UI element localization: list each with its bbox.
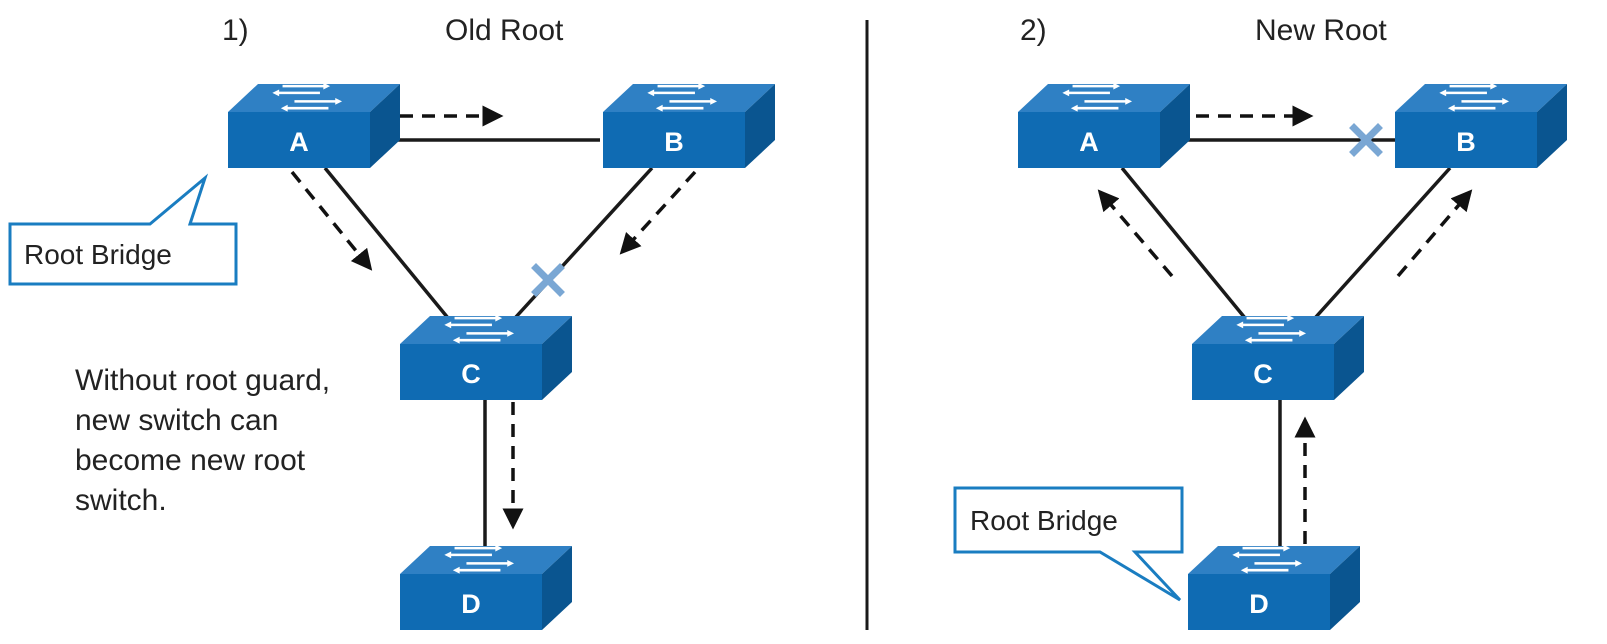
flow-arrow-c-to-b — [1396, 189, 1473, 278]
note-line: new switch can — [75, 404, 278, 437]
switch-label: C — [461, 359, 481, 389]
root-bridge-callout: Root Bridge — [8, 173, 238, 286]
switch-a[interactable]: A — [228, 81, 400, 168]
blocked-port-icon — [531, 263, 565, 297]
switch-label: B — [664, 127, 684, 157]
root-bridge-callout: Root Bridge — [953, 486, 1184, 602]
panel-old-root: 1) Old Root A B — [8, 14, 775, 630]
flow-arrow-b-to-c — [619, 170, 697, 255]
link-a-c — [323, 166, 450, 320]
flow-arrow-c-to-a — [1097, 189, 1174, 278]
blocked-port-icon — [1349, 123, 1383, 157]
switch-label: D — [1249, 589, 1269, 619]
panel-title: New Root — [1255, 14, 1387, 47]
switch-a[interactable]: A — [1018, 81, 1190, 168]
link-b-c — [1313, 166, 1452, 320]
panel-new-root: 2) New Root A B — [953, 14, 1567, 630]
switch-c[interactable]: C — [400, 313, 572, 400]
switch-label: C — [1253, 359, 1273, 389]
note-line: become new root — [75, 444, 306, 477]
switch-b[interactable]: B — [603, 81, 775, 168]
switch-d[interactable]: D — [1188, 543, 1360, 630]
switch-c[interactable]: C — [1192, 313, 1364, 400]
switch-label: A — [1079, 127, 1099, 157]
switch-b[interactable]: B — [1395, 81, 1567, 168]
link-a-c — [1120, 166, 1247, 320]
switch-d[interactable]: D — [400, 543, 572, 630]
callout-label: Root Bridge — [24, 239, 172, 270]
panel-number: 2) — [1020, 14, 1047, 47]
switch-label: D — [461, 589, 481, 619]
flow-arrow-a-to-c — [290, 170, 373, 271]
note-line: switch. — [75, 484, 167, 517]
panel-title: Old Root — [445, 14, 564, 47]
note-line: Without root guard, — [75, 364, 330, 397]
switch-label: B — [1456, 127, 1476, 157]
panel-number: 1) — [222, 14, 249, 47]
switch-label: A — [289, 127, 309, 157]
callout-label: Root Bridge — [970, 505, 1118, 536]
